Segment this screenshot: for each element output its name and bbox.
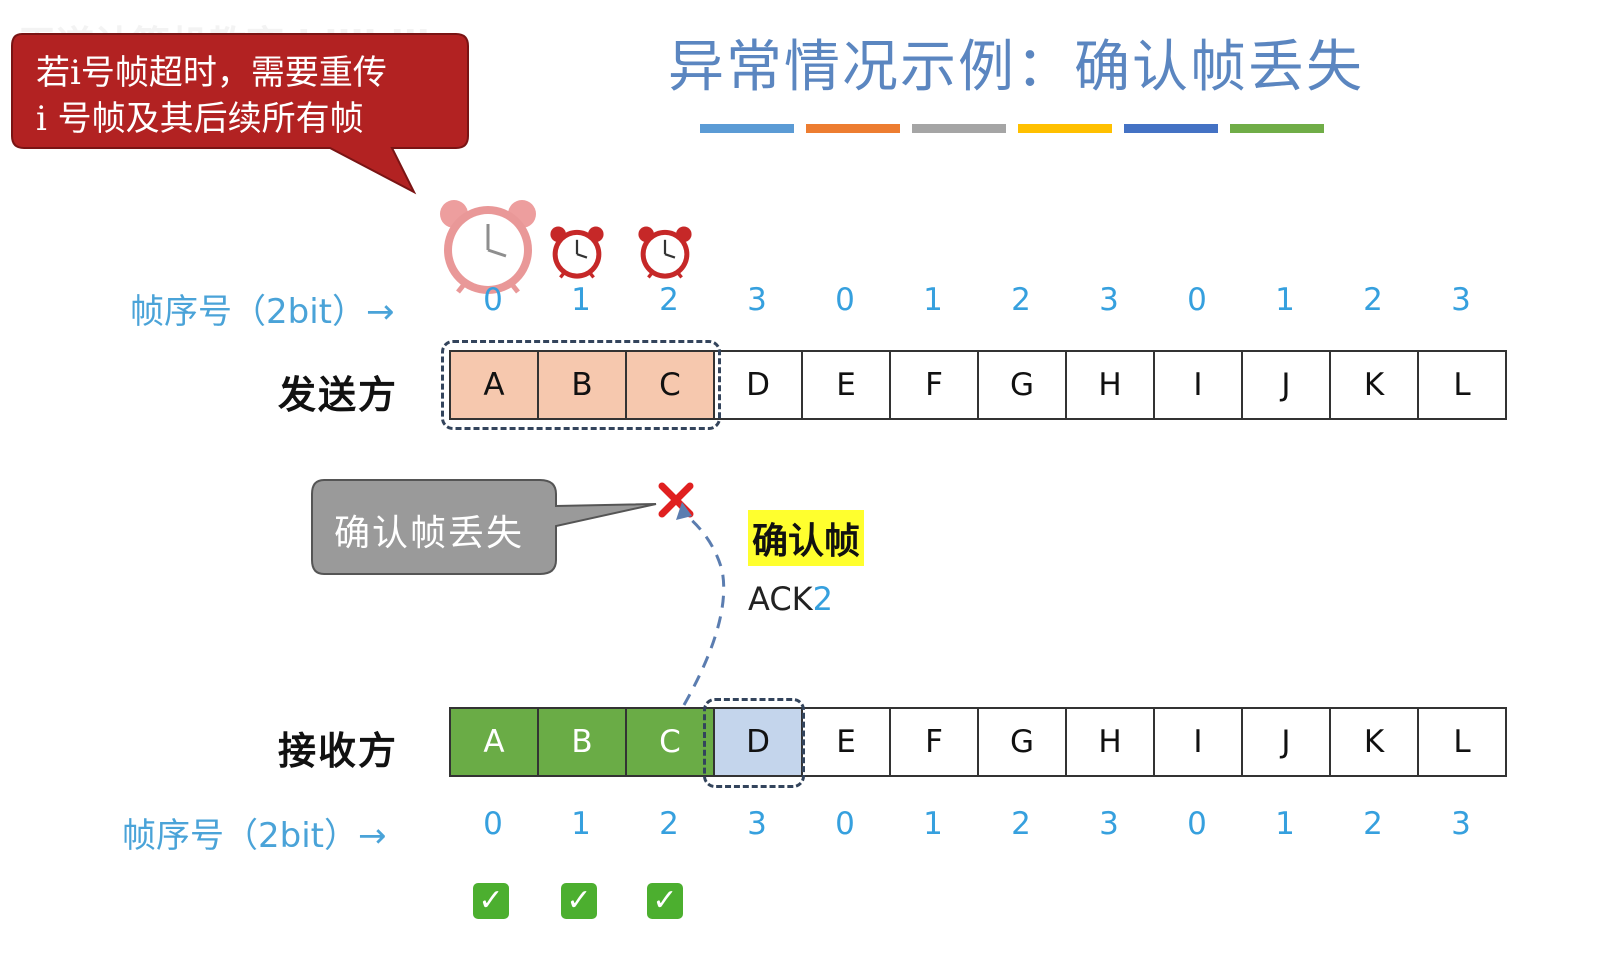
seq-number: 2 <box>1363 806 1383 842</box>
check-icon: ✓ <box>647 883 683 919</box>
color-bar-yellow <box>1018 124 1112 133</box>
seq-number: 3 <box>1451 806 1471 842</box>
color-bar-blue <box>700 124 794 133</box>
seq-number: 3 <box>747 806 767 842</box>
seq-number: 2 <box>1011 806 1031 842</box>
sender-frame-C: C <box>627 352 715 418</box>
sender-frame-B: B <box>539 352 627 418</box>
ack-path <box>676 502 726 706</box>
check-icon: ✓ <box>561 883 597 919</box>
ack-number: 2 <box>812 580 834 618</box>
seq-number: 0 <box>483 806 503 842</box>
seq-number: 1 <box>923 282 943 318</box>
lost-bubble-shape <box>311 479 657 575</box>
bottom-seq-label: 帧序号（2bit）→ <box>122 816 387 856</box>
alarm-clock-icon <box>550 226 604 279</box>
page-title: 异常情况示例：确认帧丢失 <box>668 35 1364 100</box>
color-bar-gray <box>912 124 1006 133</box>
receiver-frame-B: B <box>539 709 627 775</box>
receiver-window <box>703 698 805 788</box>
sender-frame-J: J <box>1243 352 1331 418</box>
seq-number: 1 <box>1275 806 1295 842</box>
receiver-frame-J: J <box>1243 709 1331 775</box>
sender-frame-H: H <box>1067 352 1155 418</box>
timeout-bubble-line2: i 号帧及其后续所有帧 <box>36 99 364 139</box>
receiver-label: 接收方 <box>278 729 399 773</box>
timeout-bubble: 若i号帧超时，需要重传 i 号帧及其后续所有帧 <box>36 50 387 142</box>
receiver-frame-E: E <box>803 709 891 775</box>
lost-bubble: 确认帧丢失 <box>334 513 525 554</box>
alarm-clock-icon <box>638 226 692 279</box>
seq-number: 0 <box>835 806 855 842</box>
ack-label: ACK2 <box>748 580 833 618</box>
check-icon: ✓ <box>473 883 509 919</box>
seq-number: 1 <box>571 282 591 318</box>
seq-number: 1 <box>923 806 943 842</box>
seq-number: 2 <box>659 282 679 318</box>
receiver-frame-H: H <box>1067 709 1155 775</box>
receiver-frame-F: F <box>891 709 979 775</box>
seq-number: 0 <box>1187 282 1207 318</box>
sender-frame-A: A <box>451 352 539 418</box>
seq-number: 3 <box>1451 282 1471 318</box>
seq-number: 0 <box>835 282 855 318</box>
receiver-frame-I: I <box>1155 709 1243 775</box>
sender-frame-I: I <box>1155 352 1243 418</box>
sender-frame-D: D <box>715 352 803 418</box>
seq-number: 3 <box>1099 806 1119 842</box>
seq-number: 2 <box>1011 282 1031 318</box>
color-bar-orange <box>806 124 900 133</box>
timeout-bubble-shape <box>11 33 469 195</box>
seq-number: 3 <box>1099 282 1119 318</box>
seq-number: 3 <box>747 282 767 318</box>
receiver-frame-A: A <box>451 709 539 775</box>
seq-number: 0 <box>483 282 503 318</box>
seq-number: 1 <box>1275 282 1295 318</box>
sender-frame-G: G <box>979 352 1067 418</box>
sender-frame-K: K <box>1331 352 1419 418</box>
receiver-frame-L: L <box>1453 724 1471 760</box>
seq-number: 2 <box>1363 282 1383 318</box>
alarm-clock-icon <box>440 200 536 294</box>
color-bar-darkblue <box>1124 124 1218 133</box>
timeout-bubble-line1: 若i号帧超时，需要重传 <box>36 53 387 93</box>
receiver-frame-D: D <box>715 709 803 775</box>
top-seq-label: 帧序号（2bit）→ <box>130 292 395 332</box>
seq-number: 0 <box>1187 806 1207 842</box>
ack-text: ACK <box>748 580 813 618</box>
seq-number: 2 <box>659 806 679 842</box>
receiver-frame-K: K <box>1331 709 1419 775</box>
sender-frame-E: E <box>803 352 891 418</box>
sender-frame-F: F <box>891 352 979 418</box>
seq-number: 1 <box>571 806 591 842</box>
color-bar-green <box>1230 124 1324 133</box>
receiver-frame-G: G <box>979 709 1067 775</box>
sender-label: 发送方 <box>278 373 399 417</box>
sender-window <box>441 340 721 430</box>
ack-title: 确认帧 <box>748 510 865 566</box>
sender-frame-L: L <box>1453 367 1471 403</box>
receiver-frame-C: C <box>627 709 715 775</box>
